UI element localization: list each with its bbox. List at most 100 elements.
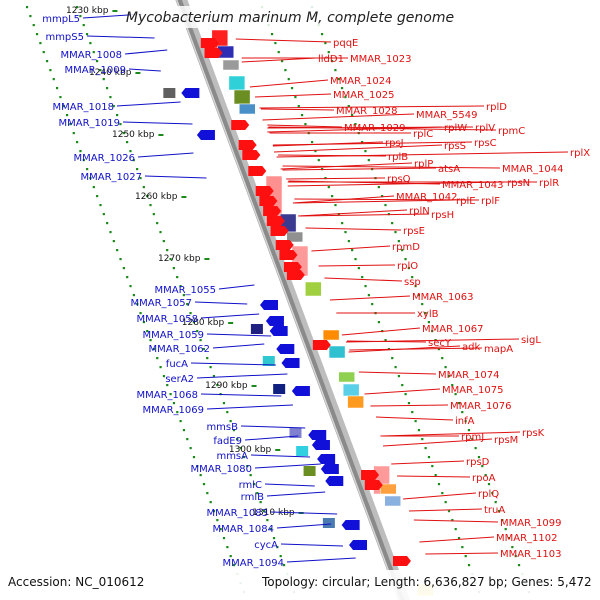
leader-line-left — [144, 175, 207, 179]
leader-line-right — [370, 404, 449, 407]
tick-dot — [401, 249, 404, 252]
tick-dot — [417, 294, 420, 297]
kbp-tick-mark — [158, 134, 164, 136]
tick-dot — [367, 159, 370, 162]
leader-line-right — [364, 388, 441, 395]
gene-label-right: rplN — [409, 206, 430, 217]
leader-line-right — [397, 475, 471, 478]
tick-dot — [444, 366, 447, 369]
gene-arrow-reverse — [325, 476, 344, 486]
leader-line-left — [196, 373, 288, 379]
tick-dot — [122, 267, 125, 270]
tick-dot — [477, 456, 481, 459]
leader-line-right — [267, 126, 443, 133]
leader-line-right — [273, 144, 443, 153]
tick-dot — [216, 519, 219, 522]
gene-arrow-forward — [392, 556, 411, 566]
gene-label-right: rplR — [539, 178, 559, 189]
leader-line-right — [329, 295, 411, 301]
tick-dot — [209, 366, 212, 369]
tick-dot — [159, 366, 162, 369]
gene-arrow-forward — [283, 262, 302, 272]
tick-dot — [517, 564, 521, 567]
tick-dot — [282, 564, 286, 567]
gene-label-left: serA2 — [165, 374, 194, 385]
leader-line-right — [249, 79, 329, 88]
tick-dot — [119, 123, 122, 126]
tick-dot — [149, 339, 152, 342]
gene-arrow-forward — [286, 270, 305, 280]
tick-dot — [39, 42, 42, 45]
gene-arrow-reverse — [260, 300, 278, 310]
gene-label-left: mmpL5 — [42, 14, 80, 25]
tick-dot — [229, 420, 232, 423]
tick-dot — [189, 312, 192, 315]
leader-line-left — [250, 454, 311, 458]
gene-label-right: MMAR_1023 — [350, 54, 412, 65]
gene-label-left: mmsA — [216, 451, 248, 462]
gene-block — [250, 324, 263, 334]
leader-line-right — [324, 277, 403, 282]
gene-label-left: MMAR_1019 — [59, 118, 121, 129]
tick-dot — [55, 87, 59, 90]
tick-dot — [344, 96, 347, 99]
leader-line-right — [349, 347, 483, 351]
gene-label-right: pqqE — [333, 38, 358, 49]
leader-line-right — [383, 438, 493, 447]
tick-dot — [259, 501, 262, 504]
tick-dot — [186, 438, 189, 441]
tick-dot — [66, 114, 69, 117]
tick-dot — [434, 474, 437, 477]
tick-dot — [284, 69, 287, 72]
tick-dot — [507, 537, 511, 540]
tick-dot — [99, 204, 102, 207]
tick-dot — [381, 195, 384, 198]
tick-dot — [219, 528, 222, 531]
gene-label-right: rpsS — [444, 141, 466, 152]
gene-block — [286, 231, 304, 243]
tick-dot — [394, 366, 397, 369]
tick-dot — [304, 123, 307, 126]
tick-dot — [334, 204, 337, 207]
gene-block — [347, 395, 364, 409]
leader-line-right — [259, 105, 485, 109]
leader-line-right — [375, 416, 454, 421]
tick-dot — [136, 168, 139, 171]
gene-block — [305, 281, 322, 297]
leader-line-left — [200, 313, 260, 319]
kbp-tick-mark — [275, 449, 281, 451]
tick-dot — [397, 240, 400, 243]
tick-dot — [384, 339, 387, 342]
tick-dot — [189, 447, 192, 450]
gene-arrow-forward — [364, 480, 383, 490]
tick-dot — [414, 420, 417, 423]
tick-dot — [252, 483, 256, 486]
tick-dot — [427, 321, 430, 324]
tick-dot — [139, 177, 142, 180]
leader-line-left — [122, 121, 193, 125]
tick-dot — [232, 564, 236, 567]
gene-label-right: sigL — [521, 335, 541, 346]
tick-dot — [367, 294, 370, 297]
gene-label-left: MMAR_1062 — [149, 344, 211, 355]
gene-label-right: MMAR_1063 — [412, 292, 474, 303]
gene-block — [380, 483, 397, 495]
leader-line-right — [298, 209, 408, 217]
tick-dot — [45, 60, 49, 63]
leader-line-left — [190, 362, 276, 366]
tick-dot — [331, 195, 334, 198]
label-leader-lines — [82, 13, 569, 563]
tick-dot — [431, 465, 434, 468]
gene-label-left: MMAR_1094 — [223, 558, 285, 569]
gene-label-right: atsA — [438, 164, 460, 175]
gene-label-right: rplW — [444, 123, 467, 134]
tick-dot — [152, 213, 155, 216]
tick-dot — [324, 42, 327, 45]
tick-dot — [276, 546, 279, 549]
leader-line-right — [282, 165, 501, 169]
tick-dot — [59, 96, 62, 99]
tick-dot — [212, 510, 216, 513]
gene-label-left: MMAR_1058 — [137, 314, 199, 325]
tick-dot — [199, 339, 202, 342]
